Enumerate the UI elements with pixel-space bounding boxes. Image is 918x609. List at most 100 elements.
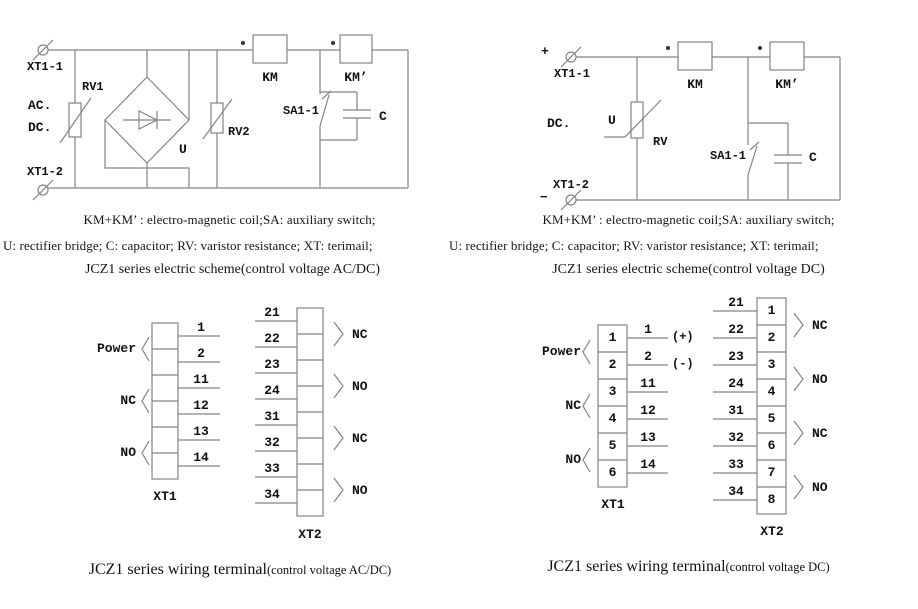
terminal-number: 33: [264, 461, 280, 476]
coil-label-km: KM: [687, 77, 703, 92]
varistor-rv-symbol: [604, 57, 662, 200]
terminal-number: 11: [640, 376, 656, 391]
terminal-cell-number: 7: [767, 465, 776, 480]
group-bracket: [141, 388, 150, 414]
group-bracket: [582, 339, 591, 365]
terminal-number: 14: [640, 457, 656, 472]
terminal-block-name-xt2: XT2: [760, 524, 784, 539]
group-bracket: [333, 425, 344, 451]
group-label-no: NO: [812, 480, 828, 495]
capacitor-c-symbol: [748, 122, 802, 200]
capacitor-c-symbol: [320, 91, 371, 141]
wiring-ac-xt2-block: [255, 307, 344, 517]
terminal-cell-number: 3: [608, 384, 617, 399]
group-bracket: [141, 440, 150, 466]
coil-label-km-prime: KM’: [775, 77, 799, 92]
scheme-dc-legend-line1: KM+KM’ : electro-magnetic coil;SA: auxil…: [542, 212, 835, 227]
group-bracket: [333, 477, 344, 503]
wiring-dc-xt1-block: [582, 324, 668, 488]
group-bracket: [793, 366, 804, 392]
terminal-number: 2: [644, 349, 652, 364]
terminal-number: 31: [728, 403, 744, 418]
group-bracket: [793, 474, 804, 500]
wiring-ac-title-sub: (control voltage AC/DC): [266, 563, 392, 577]
wiring-ac-title-main: JCZ1 series wiring terminal: [88, 561, 267, 578]
group-label-nc: NC: [812, 426, 828, 441]
group-label-nc: NC: [352, 431, 368, 446]
terminal-number: 33: [728, 457, 744, 472]
wiring-ac-title: JCZ1 series wiring terminal(control volt…: [0, 562, 480, 578]
group-bracket: [141, 336, 150, 362]
terminal-number: 1: [644, 322, 652, 337]
scheme-ac-legend-line1: KM+KM’ : electro-magnetic coil;SA: auxil…: [83, 212, 376, 227]
coil-km-prime-symbol: [331, 34, 373, 64]
terminal-number: 34: [264, 487, 280, 502]
group-bracket: [793, 420, 804, 446]
terminal-cell-number: 3: [767, 357, 776, 372]
scheme-dc-circuit: [560, 41, 841, 211]
terminal-number: 22: [264, 331, 280, 346]
terminal-block-name-xt2: XT2: [298, 527, 322, 542]
terminal-cell-number: 8: [767, 492, 776, 507]
terminal-cell-number: 4: [608, 411, 617, 426]
capacitor-label-c: C: [379, 109, 387, 124]
terminal-label-xt1-1: XT1-1: [27, 60, 64, 74]
terminal-cell-number: 5: [767, 411, 776, 426]
group-bracket: [333, 321, 344, 347]
group-bracket: [582, 447, 591, 473]
coil-km-symbol: [666, 41, 713, 71]
terminal-number: 12: [640, 403, 656, 418]
terminal-number: 32: [264, 435, 280, 450]
wiring-dc-title-main: JCZ1 series wiring terminal: [547, 558, 726, 575]
supply-label-ac: AC.: [28, 98, 52, 113]
terminal-block-name-xt1: XT1: [601, 497, 625, 512]
group-bracket: [582, 393, 591, 419]
coil-km-symbol: [241, 34, 288, 64]
terminal-number: 21: [728, 295, 744, 310]
group-label-nc: NC: [565, 398, 581, 413]
varistor-rv2-symbol: [202, 50, 233, 188]
switch-sa1-1-symbol: [747, 57, 760, 200]
wiring-dc-title-sub: (control voltage DC): [725, 560, 830, 574]
wiring-dc-xt2-block: [713, 297, 804, 515]
terminal-number: 12: [193, 398, 209, 413]
terminal-block-name-xt1: XT1: [153, 489, 177, 504]
terminal-label-xt1-2: XT1-2: [553, 178, 590, 192]
terminal-number: 13: [193, 424, 209, 439]
terminal-cell-number: 6: [608, 465, 617, 480]
supply-label-dc: DC.: [28, 120, 52, 135]
scheme-ac-legend-line2: U: rectifier bridge; C: capacitor; RV: v…: [3, 238, 373, 253]
terminal-number: 32: [728, 430, 744, 445]
wiring-ac-xt1-block: [141, 322, 220, 480]
group-label-nc: NC: [812, 318, 828, 333]
terminal-number: 13: [640, 430, 656, 445]
terminal-number: 24: [728, 376, 744, 391]
terminal-cell-number: 1: [767, 303, 776, 318]
group-bracket: [333, 373, 344, 399]
wiring-dc-title: JCZ1 series wiring terminal(control volt…: [459, 559, 918, 575]
terminal-number: 23: [728, 349, 744, 364]
terminal-cell-number: 2: [608, 357, 617, 372]
terminal-number: 1: [197, 320, 205, 335]
terminal-number: 34: [728, 484, 744, 499]
group-bracket: [793, 312, 804, 338]
polarity-minus-label: (-): [672, 357, 694, 371]
terminal-cell-number: 2: [767, 330, 776, 345]
terminal-number: 2: [197, 346, 205, 361]
terminal-cell-number: 6: [767, 438, 776, 453]
varistor-label-rv: RV: [653, 135, 668, 149]
switch-label-sa1-1: SA1-1: [283, 104, 320, 118]
coil-label-km: KM: [262, 70, 278, 85]
terminal-number: 22: [728, 322, 744, 337]
terminal-number: 24: [264, 383, 280, 398]
group-label-no: NO: [565, 452, 581, 467]
terminal-cell-number: 5: [608, 438, 617, 453]
scheme-ac-circuit: [32, 34, 409, 201]
group-label-no: NO: [812, 372, 828, 387]
terminal-cell-number: 1: [608, 330, 617, 345]
scheme-dc-legend-line2: U: rectifier bridge; C: capacitor; RV: v…: [449, 238, 819, 253]
terminal-label-xt1-2: XT1-2: [27, 165, 64, 179]
terminal-xt1-2-symbol: [32, 179, 54, 201]
